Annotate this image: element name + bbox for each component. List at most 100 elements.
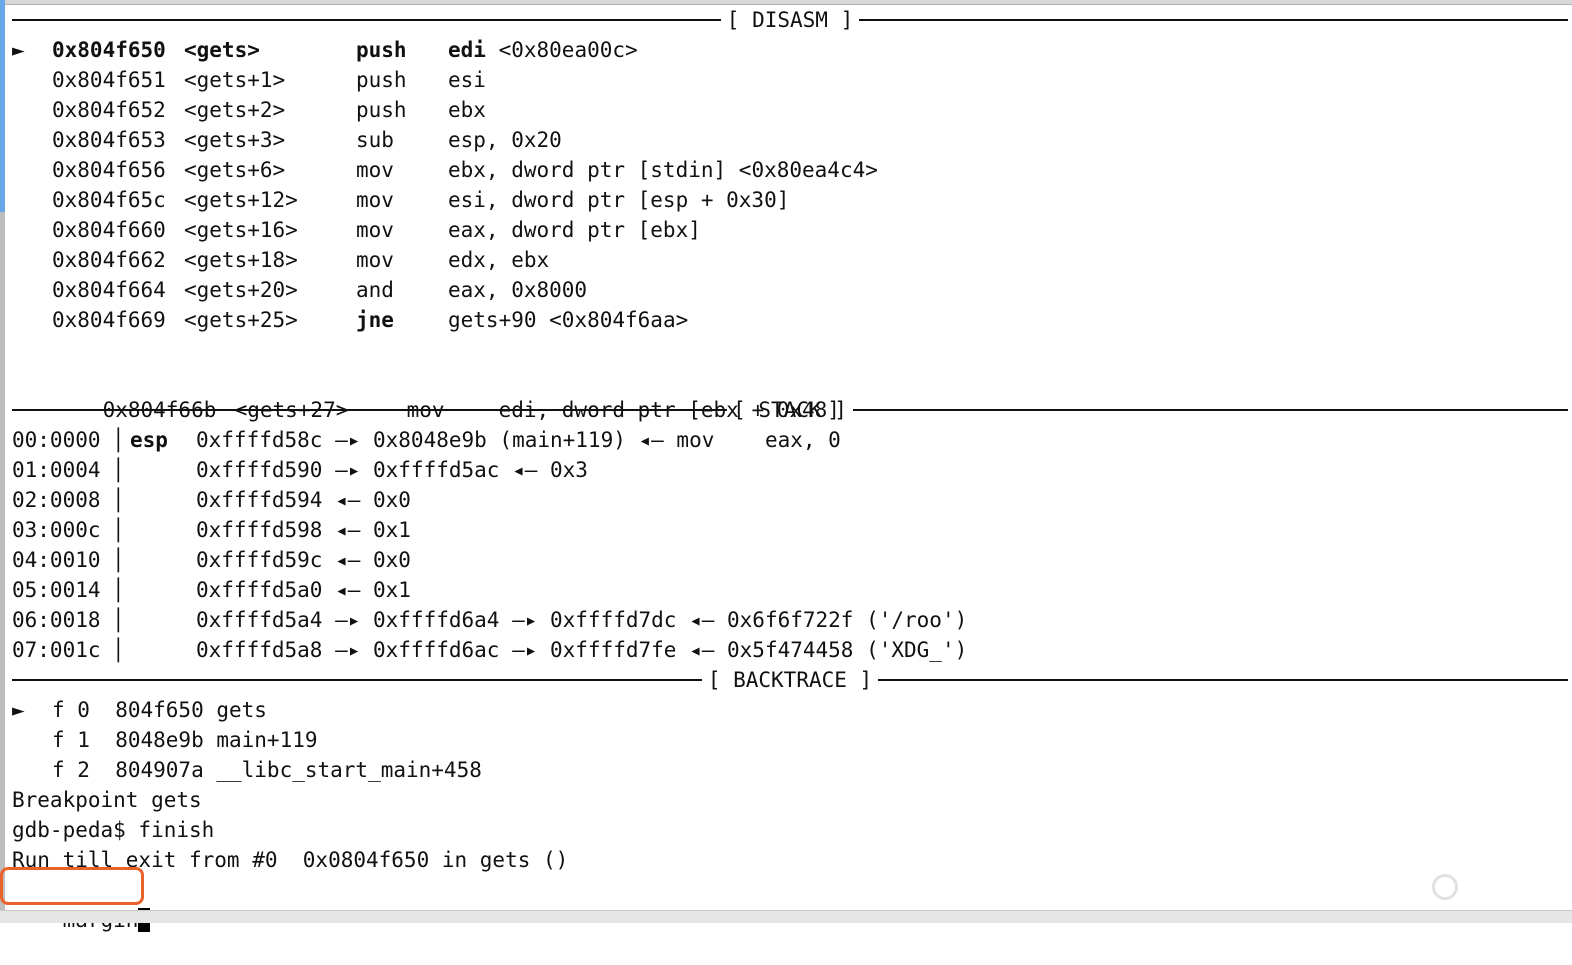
stack-value: 0xffffd5a8 —▸ 0xffffd6ac —▸ 0xffffd7fe ◂… <box>196 638 968 662</box>
instruction-operands: eax, 0x8000 <box>448 278 588 302</box>
instruction-symbol: <gets> <box>184 38 260 62</box>
instruction-address: 0x804f652 <box>52 98 166 122</box>
instruction-symbol: <gets+6> <box>184 158 286 182</box>
stack-offset: 04:0010 <box>12 548 101 572</box>
stack-offset: 05:0014 <box>12 578 101 602</box>
instruction-symbol: <gets+25> <box>184 308 298 332</box>
instruction-address: 0x804f651 <box>52 68 166 92</box>
instruction-mnemonic: mov <box>356 218 394 242</box>
disasm-row: 0x804f65c <gets+12> mov esi, dword ptr [esp… <box>12 185 1568 215</box>
instruction-symbol: <gets+12> <box>184 188 298 212</box>
stack-offset: 06:0018 <box>12 608 101 632</box>
instruction-mnemonic: mov <box>356 248 394 272</box>
input-highlight-box <box>0 867 144 905</box>
instruction-comment: <0x804f6aa> <box>536 308 689 332</box>
stack-value: 0xffffd5a4 —▸ 0xffffd6a4 —▸ 0xffffd7dc ◂… <box>196 608 968 632</box>
stack-divider: │ <box>112 518 125 542</box>
console-input-line[interactable]: margin <box>12 875 1568 932</box>
stack-row: 03:000c │ 0xffffd598 ◂— 0x1 <box>12 515 1568 545</box>
instruction-address: 0x804f656 <box>52 158 166 182</box>
instruction-operands: esp, 0x20 <box>448 128 562 152</box>
stack-divider: │ <box>112 428 125 452</box>
stack-value: 0xffffd594 ◂— 0x0 <box>196 488 411 512</box>
instruction-mnemonic: and <box>356 278 394 302</box>
stack-register: esp <box>130 428 168 452</box>
stack-divider: │ <box>112 458 125 482</box>
disasm-row: 0x804f656 <gets+6> mov ebx, dword ptr [stdi… <box>12 155 1568 185</box>
instruction-address: 0x804f662 <box>52 248 166 272</box>
instruction-mnemonic: push <box>356 38 407 62</box>
separator-rule <box>12 409 728 411</box>
instruction-operands: edi <box>448 38 486 62</box>
stack-divider: │ <box>112 638 125 662</box>
stack-row: 05:0014│0xffffd5a0 ◂— 0x1 <box>12 575 1568 605</box>
window-top-bar <box>0 0 1572 5</box>
instruction-address: 0x804f653 <box>52 128 166 152</box>
separator-rule <box>12 679 702 681</box>
stack-offset: 03:000c <box>12 518 101 542</box>
instruction-operands: esi <box>448 68 486 92</box>
instruction-mnemonic: mov <box>356 188 394 212</box>
instruction-mnemonic: push <box>356 68 407 92</box>
instruction-address: 0x804f65c <box>52 188 166 212</box>
stack-value: 0xffffd598 ◂— 0x1 <box>196 518 411 542</box>
current-frame-marker: ► <box>12 698 25 722</box>
separator-rule <box>12 19 721 21</box>
window-bottom-bar <box>0 910 1572 923</box>
frame-text: f 2 804907a __libc_start_main+458 <box>52 758 482 782</box>
instruction-mnemonic: mov <box>356 158 394 182</box>
stack-divider: │ <box>112 608 125 632</box>
stack-offset: 07:001c <box>12 638 101 662</box>
stack-divider: │ <box>112 548 125 572</box>
stack-row: 07:001c │ 0xffffd5a8 —▸ 0xffffd6ac —▸ 0xff… <box>12 635 1568 665</box>
instruction-operands: ebx, dword ptr [stdin] <box>448 158 727 182</box>
instruction-symbol: <gets+1> <box>184 68 286 92</box>
instruction-operands: edx, ebx <box>448 248 550 272</box>
disasm-row: 0x804f662 <gets+18> mov edx, ebx <box>12 245 1568 275</box>
stack-offset: 01:0004 <box>12 458 101 482</box>
instruction-mnemonic: push <box>356 98 407 122</box>
stack-row: 04:0010│0xffffd59c ◂— 0x0 <box>12 545 1568 575</box>
instruction-operands: esi, dword ptr [esp + 0x30] <box>448 188 790 212</box>
stack-value: 0xffffd5a0 ◂— 0x1 <box>196 578 411 602</box>
disasm-separator: [ DISASM ] <box>12 5 1568 35</box>
instruction-symbol: <gets+20> <box>184 278 298 302</box>
disasm-row: 0x804f664 <gets+20> and eax, 0x8000 <box>12 275 1568 305</box>
window-left-edge <box>0 212 5 912</box>
backtrace-frame: ► f 0 804f650 gets <box>12 695 1568 725</box>
instruction-symbol: <gets+18> <box>184 248 298 272</box>
window-left-accent <box>0 0 5 212</box>
instruction-symbol: <gets+3> <box>184 128 286 152</box>
instruction-address: 0x804f664 <box>52 278 166 302</box>
stack-row: 06:0018 │ 0xffffd5a4 —▸ 0xffffd6a4 —▸ 0xff… <box>12 605 1568 635</box>
backtrace-listing: ► f 0 804f650 gets f 1 8048e9b main+119 f 2… <box>12 695 1568 785</box>
stack-offset: 02:0008 <box>12 488 101 512</box>
backtrace-frame: f 2 804907a __libc_start_main+458 <box>12 755 1568 785</box>
separator-rule <box>859 19 1568 21</box>
blank-line <box>12 335 1568 365</box>
instruction-address: 0x804f669 <box>52 308 166 332</box>
stack-value: 0xffffd590 —▸ 0xffffd5ac ◂— 0x3 <box>196 458 588 482</box>
instruction-symbol: <gets+16> <box>184 218 298 242</box>
instruction-operands: ebx <box>448 98 486 122</box>
stack-divider: │ <box>112 488 125 512</box>
stack-separator: [ STACK ] <box>12 395 1569 425</box>
separator-rule <box>878 679 1568 681</box>
backtrace-frame: f 1 8048e9b main+119 <box>12 725 1568 755</box>
disasm-header: [ DISASM ] <box>726 8 854 32</box>
frame-text: f 0 804f650 gets <box>52 698 267 722</box>
instruction-operands: eax, dword ptr [ebx] <box>448 218 701 242</box>
current-instruction-marker: ► <box>12 38 25 62</box>
disasm-row: 0x804f651 <gets+1> push esi <box>12 65 1568 95</box>
stack-value: 0xffffd58c —▸ 0x8048e9b (main+119) ◂— mo… <box>196 428 841 452</box>
watermark-logo-icon <box>1432 874 1458 900</box>
